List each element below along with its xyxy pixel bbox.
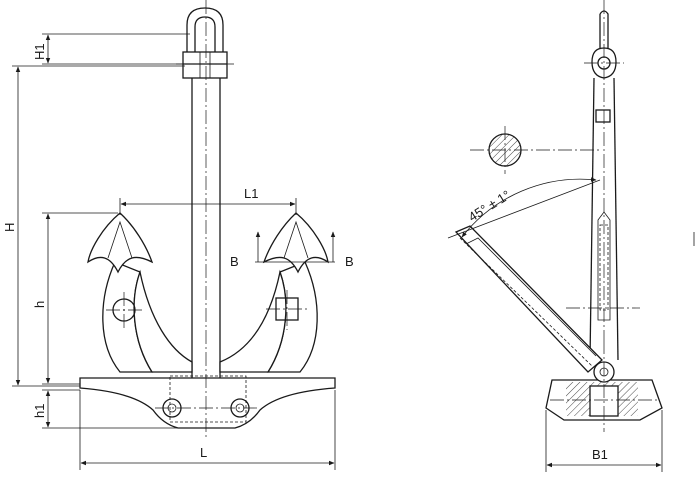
dimension-H: H	[2, 65, 185, 387]
anchor-shank	[191, 78, 221, 378]
shackle	[182, 7, 228, 79]
front-view: B B L1 H1 H h	[2, 0, 354, 470]
dimension-L1: L1	[119, 186, 297, 215]
dimension-label-h1: h1	[32, 404, 47, 418]
dimension-label-B1: B1	[592, 447, 608, 462]
side-view: 45° ± 1° B1	[447, 0, 695, 472]
side-crown	[545, 340, 663, 432]
section-label-left: B	[230, 254, 239, 269]
dimension-H1: H1	[32, 33, 190, 65]
dimension-h1: h1	[32, 389, 178, 429]
dimension-label-L: L	[200, 445, 207, 460]
dimension-label-h: h	[32, 301, 47, 308]
shank-cross-section	[470, 126, 600, 174]
dimension-B1: B1	[545, 410, 663, 472]
section-label-right: B	[345, 254, 354, 269]
side-rotated-arm	[454, 225, 603, 373]
dimension-label-H1: H1	[32, 43, 47, 60]
angle-label: 45° ± 1°	[466, 187, 513, 224]
dimension-L: L	[79, 390, 336, 470]
dimension-label-L1: L1	[244, 186, 258, 201]
dimension-h: h	[32, 212, 118, 385]
angle-dimension: 45° ± 1°	[447, 177, 601, 239]
right-fluke-arm	[219, 212, 329, 373]
section-markers: B B	[230, 231, 354, 269]
anchor-crown	[79, 375, 336, 429]
dimension-label-H: H	[2, 223, 17, 232]
left-fluke-arm	[87, 212, 193, 373]
